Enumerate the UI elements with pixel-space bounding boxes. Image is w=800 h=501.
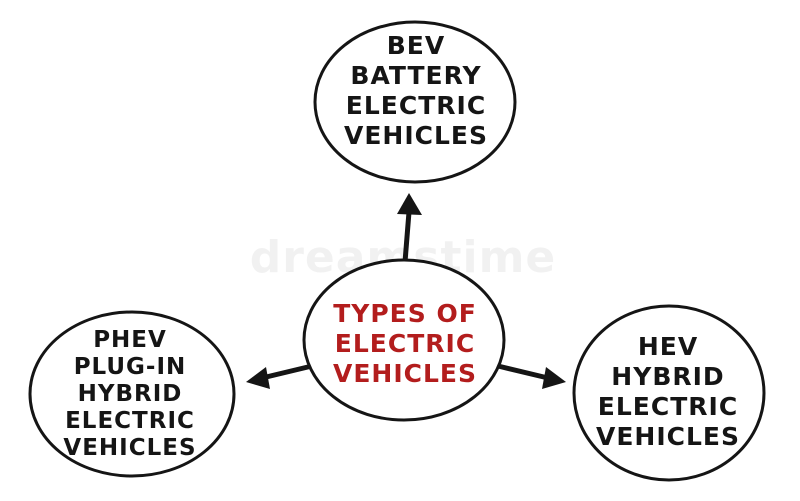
center-label-line-1: TYPES OF xyxy=(333,299,477,328)
connector-to-hev xyxy=(495,363,566,389)
arrowhead-bev xyxy=(397,193,422,215)
hev-label-line-4: VEHICLES xyxy=(596,422,740,451)
phev-label-line-2: PLUG-IN xyxy=(74,354,187,380)
arrowhead-hev xyxy=(542,367,566,389)
hev-label-line-3: ELECTRIC xyxy=(598,392,738,421)
connector-to-bev xyxy=(397,193,422,265)
bev-label-line-3: ELECTRIC xyxy=(346,91,486,120)
hev-circle xyxy=(572,304,766,482)
phev-label-line-4: ELECTRIC xyxy=(65,408,195,434)
phev-circle xyxy=(28,310,236,478)
bev-label-line-1: BEV xyxy=(387,31,445,60)
hev-label-line-1: HEV xyxy=(638,332,698,361)
center-label-line-2: ELECTRIC xyxy=(335,329,475,358)
hev-label-line-2: HYBRID xyxy=(611,362,724,391)
bev-label-line-4: VEHICLES xyxy=(344,121,488,150)
phev-label-line-1: PHEV xyxy=(93,327,167,353)
bev-circle xyxy=(313,20,517,184)
bev-label-line-2: BATTERY xyxy=(350,61,481,90)
connector-to-phev xyxy=(246,363,315,389)
center-label-line-3: VEHICLES xyxy=(333,359,477,388)
center-circle xyxy=(302,258,506,422)
phev-label-line-5: VEHICLES xyxy=(63,435,196,461)
phev-label-line-3: HYBRID xyxy=(78,381,183,407)
arrowhead-phev xyxy=(246,367,270,389)
